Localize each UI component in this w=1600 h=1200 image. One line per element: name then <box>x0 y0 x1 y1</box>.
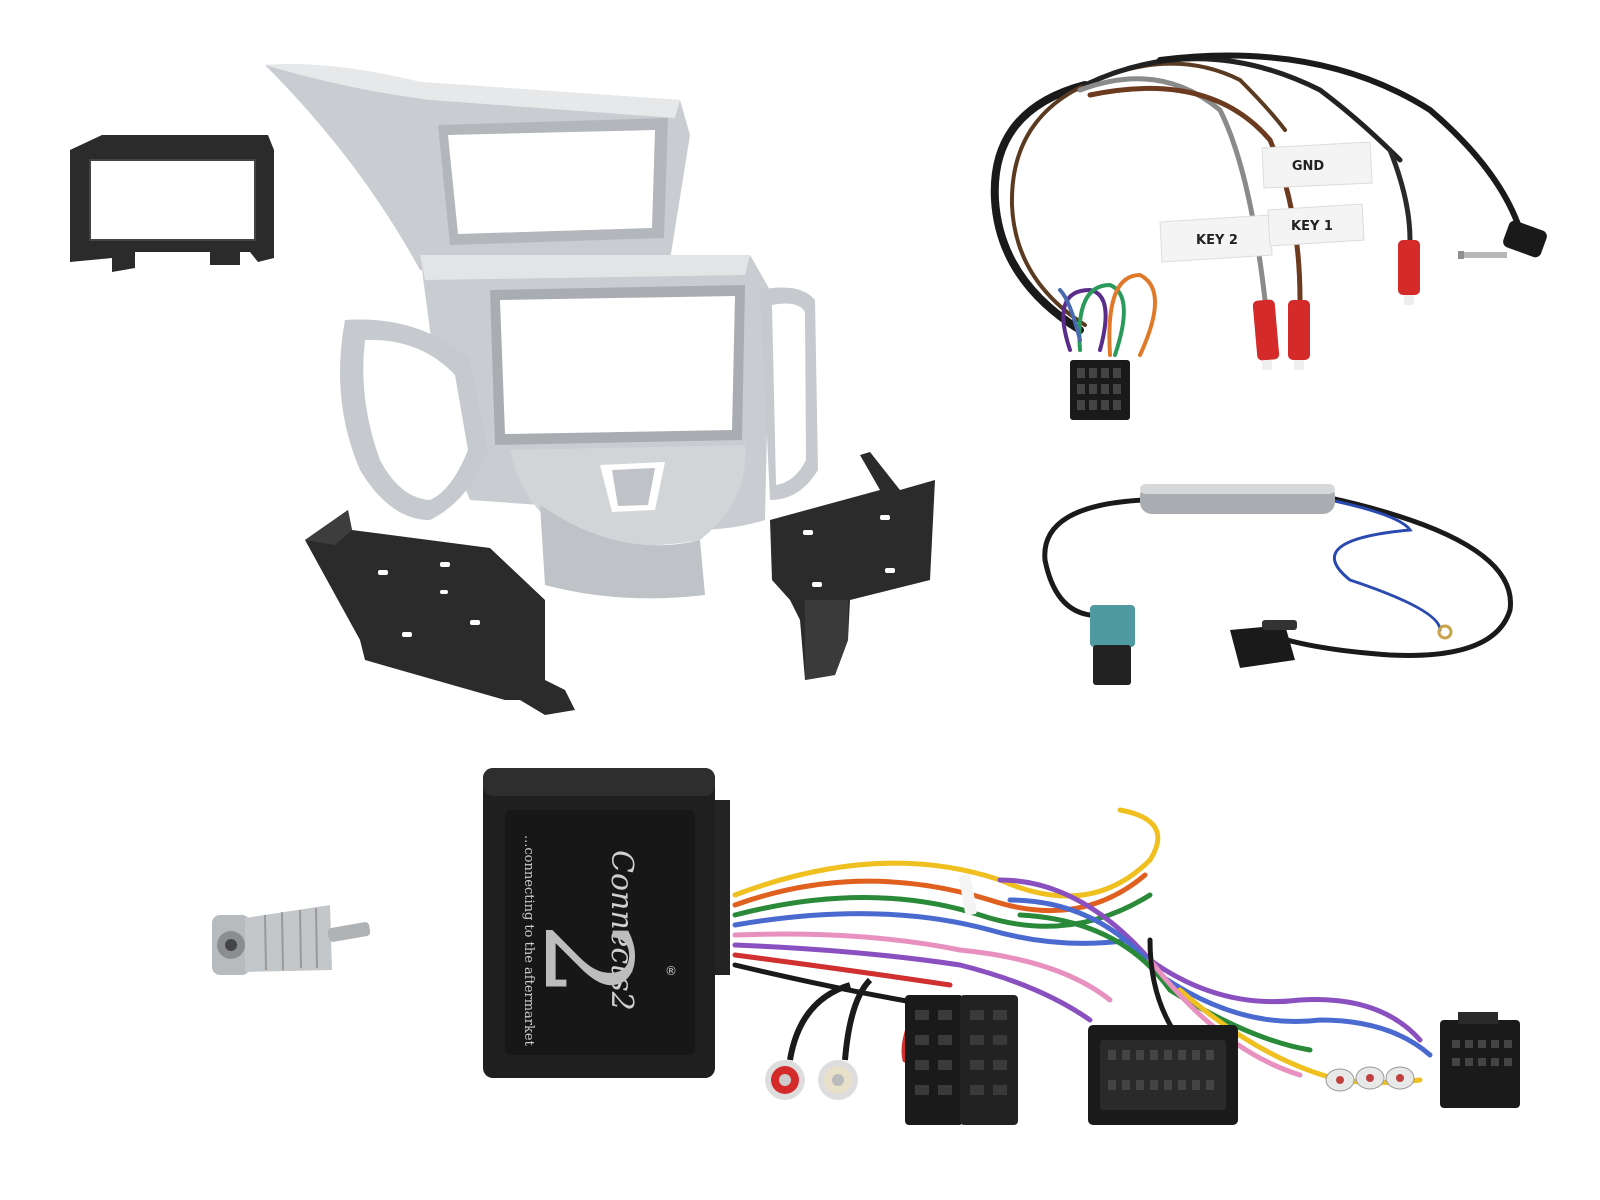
iso-connector-pair <box>905 995 1018 1125</box>
cable-tie <box>959 874 977 916</box>
interface-slogan: ...connecting to the aftermarket <box>521 835 536 1047</box>
interface-wiring-loom <box>732 807 1433 1085</box>
silver-fascia <box>265 64 818 599</box>
connects2-logo: Connects2 2 <box>517 850 656 1011</box>
svg-text:2: 2 <box>517 922 656 998</box>
phantom-ring-terminal <box>1437 624 1453 640</box>
antenna-adapter-cable <box>1042 495 1513 658</box>
phantom-power-module <box>1140 484 1335 514</box>
vehicle-connector <box>1088 1025 1238 1125</box>
svg-text:®: ® <box>665 964 677 978</box>
left-mounting-bracket <box>305 510 575 715</box>
end-connector <box>1440 1012 1520 1108</box>
lead-label-key-2: KEY 2 <box>1159 214 1273 263</box>
patch-lead-connector <box>1070 360 1130 420</box>
small-bullet-connectors <box>1325 1066 1415 1092</box>
rca-leads <box>765 977 873 1100</box>
right-mounting-bracket <box>770 452 935 680</box>
svg-text:KEY 1: KEY 1 <box>1291 219 1333 234</box>
iso-antenna-adapter <box>212 905 371 975</box>
registered-mark: ® <box>665 964 677 978</box>
red-bullet-connectors <box>1252 240 1420 361</box>
fakra-connector <box>1090 605 1135 685</box>
svg-text:...connecting to the aftermark: ...connecting to the aftermarket <box>521 835 536 1047</box>
svg-text:KEY 2: KEY 2 <box>1196 233 1238 248</box>
svg-text:Connects2: Connects2 <box>604 850 639 1011</box>
interface-box <box>483 768 730 1078</box>
lead-label-key-1: KEY 1 <box>1267 203 1365 247</box>
jack-plug <box>1458 220 1547 259</box>
din-antenna-plug <box>1230 620 1297 668</box>
surround-frame <box>70 135 274 272</box>
lead-label-gnd: GND <box>1261 141 1373 189</box>
svg-text:GND: GND <box>1292 159 1325 174</box>
